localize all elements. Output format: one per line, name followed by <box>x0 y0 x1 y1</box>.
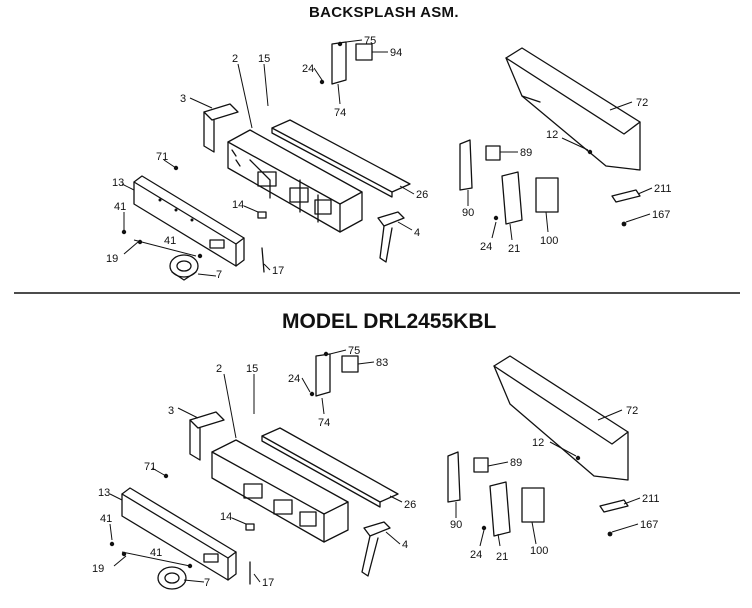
diagram-title: BACKSPLASH ASM. <box>309 4 459 21</box>
part-label: 100 <box>530 545 548 557</box>
part-label: 211 <box>654 183 672 195</box>
part-label: 17 <box>262 577 274 589</box>
part-label: 24 <box>288 373 300 385</box>
part-label: 2 <box>216 363 222 375</box>
part-label: 24 <box>470 549 482 561</box>
knob-icon <box>157 566 187 590</box>
part-label: 74 <box>334 107 346 119</box>
part-label: 24 <box>302 63 314 75</box>
part-label: 90 <box>462 207 474 219</box>
part-label: 26 <box>404 499 416 511</box>
part-label: 7 <box>216 269 222 281</box>
end-cap-icon <box>493 355 629 481</box>
bracket-icon <box>377 211 405 263</box>
part-label: 75 <box>364 35 376 47</box>
part-label: 72 <box>626 405 638 417</box>
backsplash-panel-icon <box>211 439 349 543</box>
part-label: 89 <box>520 147 532 159</box>
switch-icon <box>447 451 581 537</box>
part-label: 89 <box>510 457 522 469</box>
part-label: 3 <box>180 93 186 105</box>
part-label: 14 <box>220 511 232 523</box>
part-label: 72 <box>636 97 648 109</box>
part-label: 167 <box>640 519 658 531</box>
part-label: 13 <box>98 487 110 499</box>
part-label: 4 <box>402 539 408 551</box>
part-label: 83 <box>376 357 388 369</box>
part-label: 14 <box>232 199 244 211</box>
switch-icon <box>459 139 593 225</box>
part-label: 167 <box>652 209 670 221</box>
part-label: 75 <box>348 345 360 357</box>
end-cap-icon <box>505 47 641 171</box>
part-label: 7 <box>204 577 210 589</box>
part-label: 211 <box>642 493 660 505</box>
control-panel-icon <box>133 175 245 267</box>
part-label: 41 <box>114 201 126 213</box>
part-label: 4 <box>414 227 420 239</box>
switch-icon <box>319 41 373 85</box>
part-label: 13 <box>112 177 124 189</box>
part-label: 21 <box>508 243 520 255</box>
part-label: 41 <box>164 235 176 247</box>
part-label: 94 <box>390 47 402 59</box>
control-panel-icon <box>121 487 237 581</box>
part-label: 15 <box>246 363 258 375</box>
bracket-icon <box>203 103 239 153</box>
knob-icon <box>169 254 199 281</box>
part-label: 12 <box>532 437 544 449</box>
part-label: 17 <box>272 265 284 277</box>
part-label: 41 <box>150 547 162 559</box>
part-labels-bottom: 2 15 3 71 13 41 19 41 7 14 17 4 26 24 75… <box>92 345 660 589</box>
part-label: 3 <box>168 405 174 417</box>
part-label: 41 <box>100 513 112 525</box>
bracket-icon <box>361 521 391 577</box>
trim-strip-icon <box>261 427 399 508</box>
switch-icon <box>309 351 359 397</box>
leader-lines <box>109 39 653 583</box>
part-labels-top: 2 15 3 71 13 41 19 41 7 14 17 4 26 24 75… <box>106 35 672 281</box>
part-label: 2 <box>232 53 238 65</box>
screw-icon <box>109 473 629 585</box>
part-label: 19 <box>106 253 118 265</box>
part-label: 100 <box>540 235 558 247</box>
part-label: 71 <box>144 461 156 473</box>
screw-icon <box>121 165 641 273</box>
part-label: 21 <box>496 551 508 563</box>
diagram-top <box>121 41 641 281</box>
part-label: 71 <box>156 151 168 163</box>
part-label: 24 <box>480 241 492 253</box>
part-label: 90 <box>450 519 462 531</box>
part-label: 74 <box>318 417 330 429</box>
diagram-bottom <box>109 351 629 590</box>
part-label: 12 <box>546 129 558 141</box>
trim-strip-icon <box>271 119 411 198</box>
model-title: MODEL DRL2455KBL <box>282 310 497 333</box>
part-label: 15 <box>258 53 270 65</box>
part-label: 19 <box>92 563 104 575</box>
bracket-icon <box>189 411 225 461</box>
backsplash-panel-icon <box>227 129 363 233</box>
part-label: 26 <box>416 189 428 201</box>
